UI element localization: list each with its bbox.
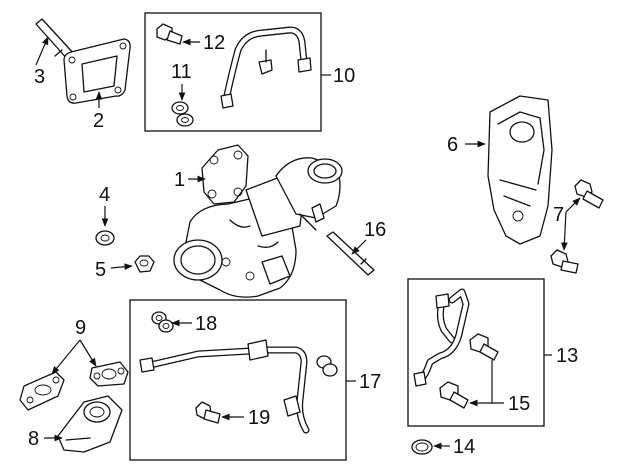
part-6-heat-shield <box>487 95 553 245</box>
part-1-turbocharger <box>173 144 343 298</box>
part-10-oil-tube <box>220 26 312 109</box>
callout-8: 8 <box>28 428 39 450</box>
leader-lines <box>35 36 581 450</box>
callout-17: 17 <box>359 371 381 393</box>
part-11-washers <box>171 101 194 127</box>
callout-2: 2 <box>93 110 104 132</box>
part-7-bolts <box>550 179 604 274</box>
part-14-o-ring <box>411 439 433 455</box>
part-18-washers <box>151 311 174 333</box>
callout-labels: 1 2 3 4 5 6 7 8 9 10 11 12 13 14 15 16 1… <box>28 32 578 458</box>
group-box-10 <box>144 12 322 132</box>
part-15-bolts <box>439 333 499 409</box>
callout-14: 14 <box>453 436 475 458</box>
callout-19: 19 <box>248 407 270 429</box>
callout-5: 5 <box>95 259 106 281</box>
part-8-oil-return <box>57 395 123 453</box>
callout-1: 1 <box>174 169 185 191</box>
callout-7: 7 <box>553 204 564 226</box>
part-12-bolt <box>156 23 183 45</box>
callout-13: 13 <box>556 345 578 367</box>
part-16-stud <box>326 231 375 276</box>
part-4-washer <box>95 230 115 246</box>
callout-9: 9 <box>75 317 86 339</box>
part-5-nut <box>134 255 155 273</box>
callout-11: 11 <box>171 61 192 83</box>
callout-3: 3 <box>34 66 45 88</box>
callout-12: 12 <box>203 32 225 54</box>
part-17-coolant-tube <box>139 339 338 434</box>
callout-18: 18 <box>195 313 217 335</box>
group-box-17 <box>129 299 347 461</box>
part-13-oil-lines <box>413 288 470 387</box>
group-box-13 <box>407 278 545 427</box>
part-9-gaskets <box>19 361 129 411</box>
part-2-gasket <box>63 38 131 104</box>
callout-4: 4 <box>99 184 110 206</box>
callout-6: 6 <box>447 134 458 156</box>
callout-10: 10 <box>333 65 355 87</box>
part-19-bolt <box>195 401 221 424</box>
callout-15: 15 <box>508 393 530 415</box>
callout-16: 16 <box>364 219 386 241</box>
